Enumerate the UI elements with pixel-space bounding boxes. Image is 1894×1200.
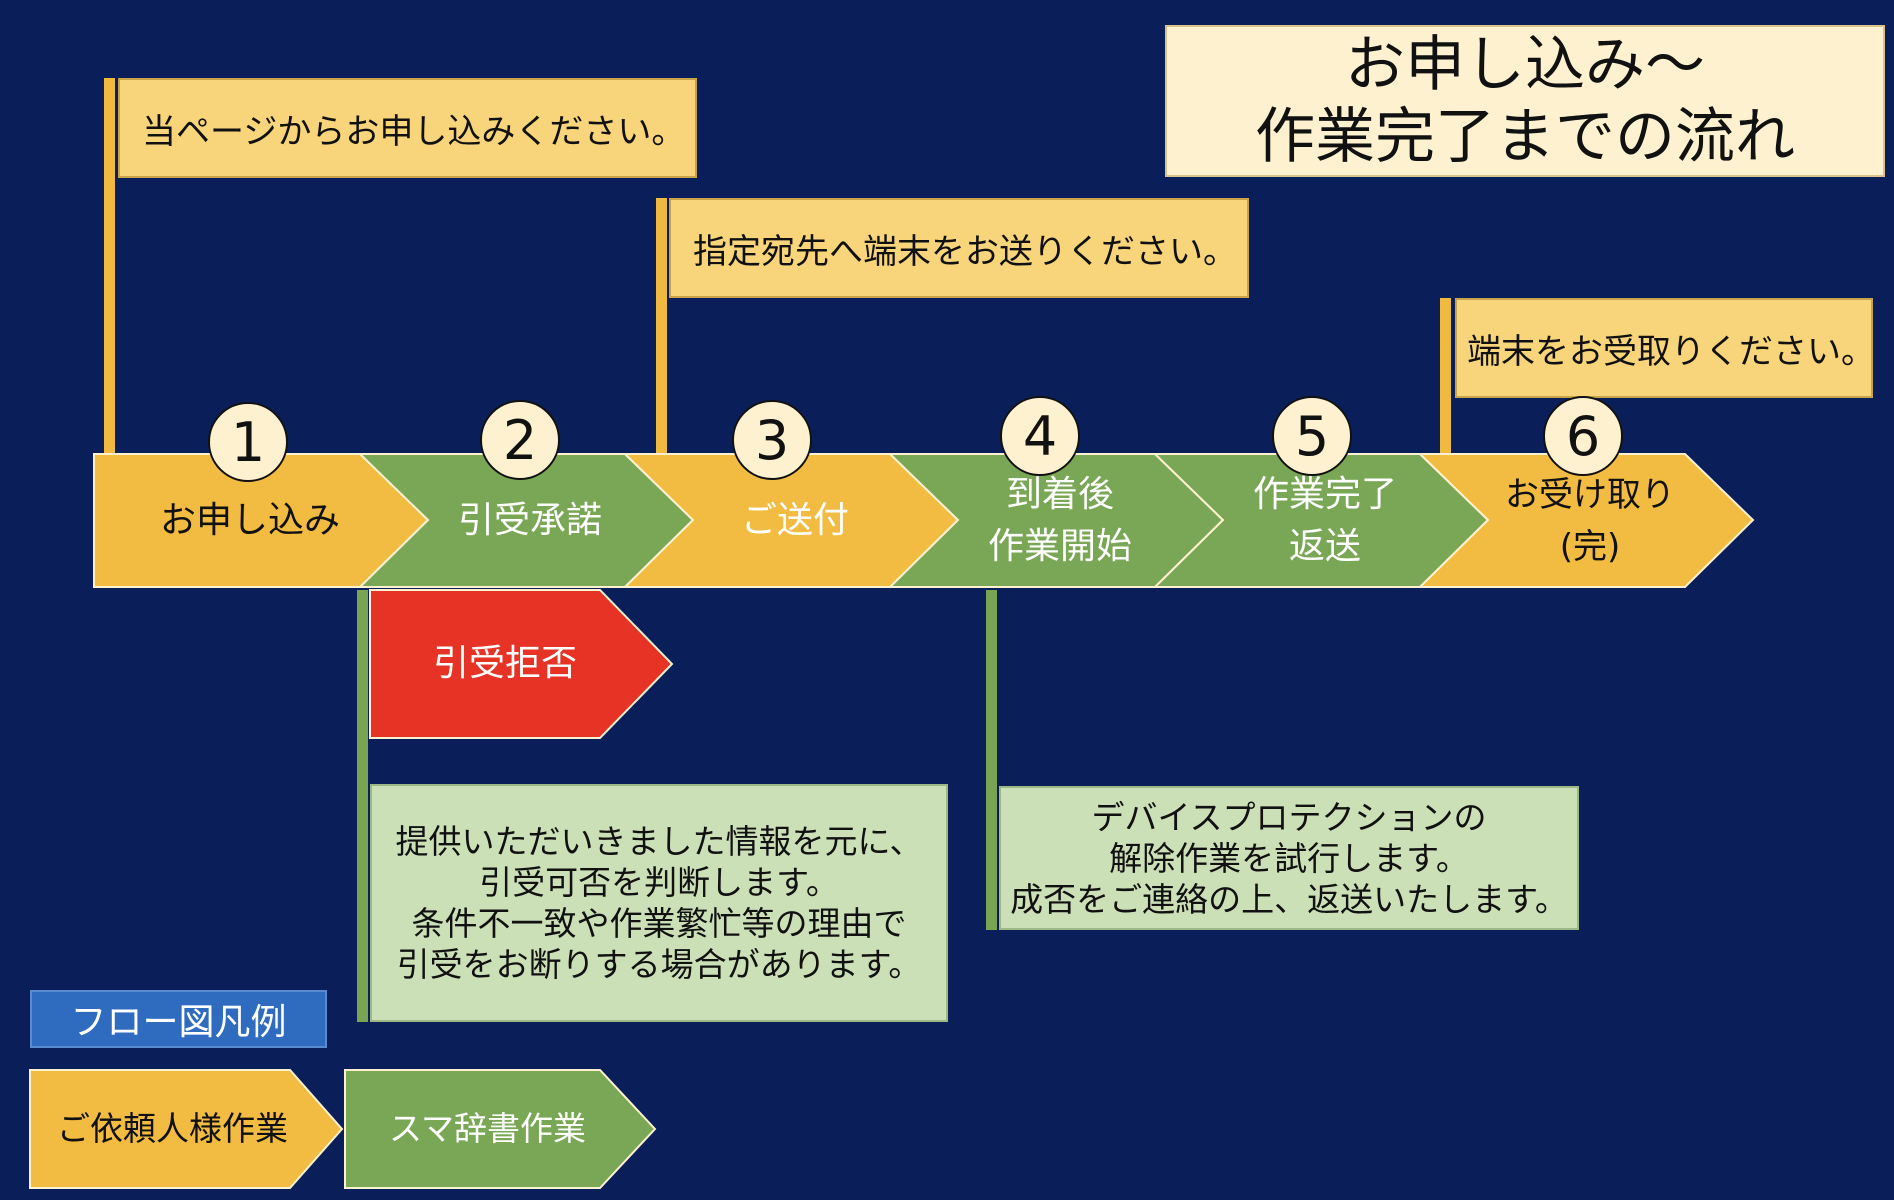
work-description: デバイスプロテクションの 解除作業を試行します。 成否をご連絡の上、返送いたしま… xyxy=(999,786,1579,930)
step-3-number: 3 xyxy=(732,400,812,480)
step-6-shape xyxy=(1417,453,1755,588)
step-2-number: 2 xyxy=(480,400,560,480)
connector-acceptance xyxy=(357,590,368,1022)
step-4-label: 到着後 作業開始 xyxy=(930,454,1190,587)
step-6-line2: (完) xyxy=(1559,526,1621,567)
note-receive: 端末をお受取りください。 xyxy=(1455,298,1875,398)
reject-shape xyxy=(369,589,674,739)
step-6-line1: お受け取り xyxy=(1505,474,1675,515)
acceptance-line-4: 引受をお断りする場合があります。 xyxy=(396,945,922,984)
connector-apply xyxy=(104,78,115,454)
reject-text: 引受拒否 xyxy=(432,643,577,684)
step-3-label: ご送付 xyxy=(665,454,925,587)
connector-work xyxy=(986,590,997,930)
work-line-1: デバイスプロテクションの xyxy=(1091,797,1487,837)
legend-sumajisho-label: スマ辞書作業 xyxy=(355,1070,620,1188)
step-6-number: 6 xyxy=(1543,396,1623,476)
note-ship: 指定宛先へ端末をお送りください。 xyxy=(669,198,1249,298)
step-2-line1: 引受承諾 xyxy=(457,499,602,541)
legend-title: フロー図凡例 xyxy=(30,990,327,1048)
acceptance-line-3: 条件不一致や作業繁忙等の理由で xyxy=(411,904,907,943)
reject-label: 引受拒否 xyxy=(380,590,630,738)
step-5-line2: 返送 xyxy=(1288,525,1361,567)
step-3-line1: ご送付 xyxy=(740,499,849,541)
step-6-label: お受け取り (完) xyxy=(1460,454,1720,587)
flow-title: お申し込み〜 作業完了までの流れ xyxy=(1165,25,1885,177)
note-apply: 当ページからお申し込みください。 xyxy=(118,78,697,178)
work-line-3: 成否をご連絡の上、返送いたします。 xyxy=(1010,879,1568,919)
acceptance-description: 提供いただいきました情報を元に、 引受可否を判断します。 条件不一致や作業繁忙等… xyxy=(370,784,948,1022)
legend-client-label: ご依頼人様作業 xyxy=(40,1070,305,1188)
legend-client-shape xyxy=(29,1069,344,1189)
step-5-number: 5 xyxy=(1272,396,1352,476)
step-1-number: 1 xyxy=(208,402,288,482)
flow-title-line1: お申し込み〜 xyxy=(1345,30,1705,100)
step-4-line2: 作業開始 xyxy=(987,525,1132,567)
step-4-number: 4 xyxy=(1000,396,1080,476)
step-5-label: 作業完了 返送 xyxy=(1195,454,1455,587)
connector-ship xyxy=(656,198,667,454)
step-4-line1: 到着後 xyxy=(1005,473,1114,515)
legend-sumajisho-text: スマ辞書作業 xyxy=(388,1109,586,1148)
step-5-line1: 作業完了 xyxy=(1252,473,1397,515)
legend-client-text: ご依頼人様作業 xyxy=(57,1109,288,1148)
work-line-2: 解除作業を試行します。 xyxy=(1109,838,1469,878)
connector-receive xyxy=(1440,298,1451,454)
flow-title-line2: 作業完了までの流れ xyxy=(1255,102,1795,172)
step-2-label: 引受承諾 xyxy=(400,454,660,587)
step-1-label: お申し込み xyxy=(120,454,380,587)
step-1-line1: お申し込み xyxy=(159,499,340,541)
acceptance-line-1: 提供いただいきました情報を元に、 xyxy=(395,822,923,861)
acceptance-line-2: 引受可否を判断します。 xyxy=(479,863,839,902)
legend-sumajisho-shape xyxy=(344,1069,657,1189)
